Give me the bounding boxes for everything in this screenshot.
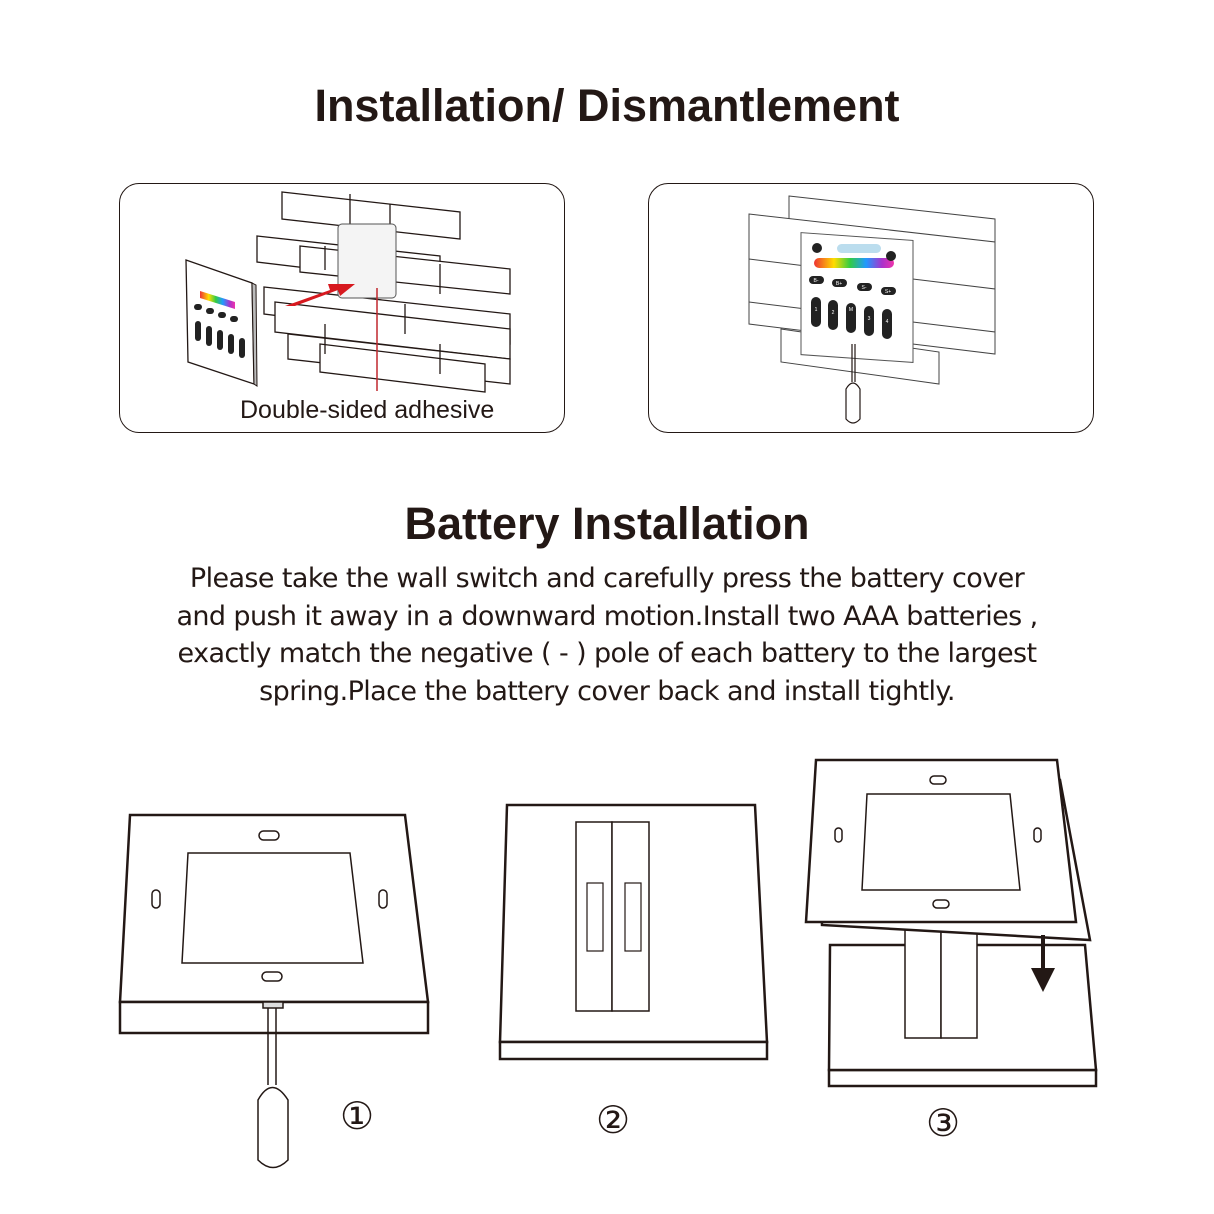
remote-zone-1: 1 bbox=[815, 307, 818, 313]
red-arrow-icon bbox=[285, 284, 355, 306]
step-number-2: ② bbox=[596, 1100, 631, 1142]
arrow-down-icon bbox=[1031, 935, 1055, 992]
screwdriver-icon bbox=[845, 344, 861, 424]
remote-zone-3: 3 bbox=[868, 316, 871, 322]
mounted-remote-panel: B- B+ S- S+ 1 2 M 3 4 bbox=[648, 183, 1094, 433]
battery-title: Battery Installation bbox=[404, 498, 810, 549]
remote-button-b-plus: B+ bbox=[836, 281, 842, 287]
step-number-1: ① bbox=[340, 1096, 375, 1138]
remote-button-s-minus: S- bbox=[862, 285, 867, 291]
step3-cover-replace bbox=[804, 758, 1098, 1088]
step1-panel-back bbox=[118, 813, 430, 1035]
installation-title: Installation/ Dismantlement bbox=[314, 80, 900, 131]
remote-panel-side-view bbox=[185, 259, 258, 387]
battery-instructions: Please take the wall switch and carefull… bbox=[0, 560, 1214, 710]
step-number-3: ③ bbox=[926, 1103, 961, 1145]
battery-steps-illustration bbox=[118, 758, 1098, 1169]
adhesive-pad bbox=[337, 223, 397, 299]
remote-zone-2: 2 bbox=[832, 310, 835, 316]
remote-mode: M bbox=[849, 307, 853, 313]
remote-button-b-minus: B- bbox=[814, 278, 819, 284]
brick-wall-adhesive-illustration bbox=[185, 191, 511, 393]
instruction-line: spring.Place the battery cover back and … bbox=[259, 675, 955, 707]
remote-zone-4: 4 bbox=[886, 319, 889, 325]
step2-battery-compartment bbox=[498, 803, 769, 1061]
instruction-line: Please take the wall switch and carefull… bbox=[189, 563, 1025, 594]
instruction-line: and push it away in a downward motion.In… bbox=[176, 600, 1038, 632]
adhesive-label: Double-sided adhesive bbox=[240, 396, 495, 424]
adhesive-mounting-panel: Double-sided adhesive bbox=[119, 183, 565, 433]
screwdriver-icon bbox=[257, 1001, 289, 1169]
remote-front: B- B+ S- S+ 1 2 M 3 4 bbox=[809, 243, 896, 339]
mounted-remote-illustration: B- B+ S- S+ 1 2 M 3 4 bbox=[748, 195, 996, 424]
instruction-line: exactly match the negative ( - ) pole of… bbox=[177, 638, 1037, 669]
remote-button-s-plus: S+ bbox=[885, 289, 891, 295]
